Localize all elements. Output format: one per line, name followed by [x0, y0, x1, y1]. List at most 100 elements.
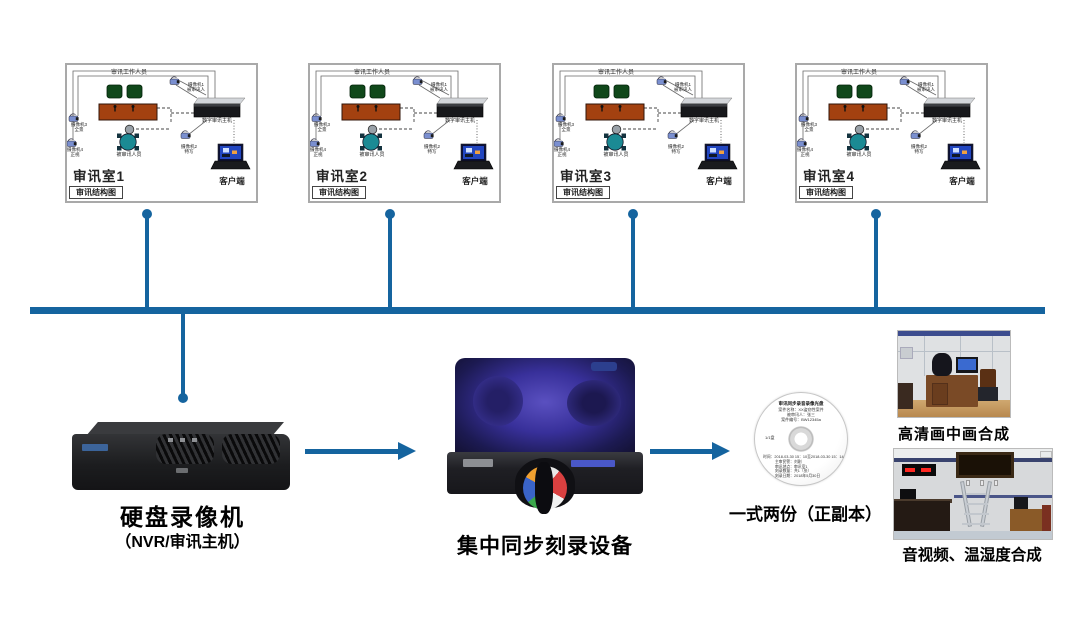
photo1-monitor-screen: [958, 359, 976, 370]
photo2-right-monitor: [1014, 497, 1028, 509]
structure-diagram-badge: 审讯结构图: [312, 186, 366, 200]
photo1-panel-seam: [898, 351, 1010, 352]
staff-label: 审讯工作人员: [840, 70, 877, 76]
network-bus-line: [30, 307, 1045, 314]
photo1-caption: 高清画中画合成: [897, 426, 1010, 443]
disc-number: 1/1盘: [765, 435, 775, 440]
photo2-caption: 音视频、温湿度合成: [902, 547, 1042, 564]
camera4-sub: 正视: [557, 152, 567, 158]
photo2-wall-trim-mid: [954, 495, 1052, 498]
photo1-wall-trim: [898, 331, 1010, 336]
photo1-panel-seam: [924, 336, 925, 376]
photo2-camera: [980, 480, 984, 486]
nvr-bus-link: [181, 314, 185, 396]
room2-connector-dot: [385, 209, 395, 219]
disc-officer: 主审民警：刘刚: [775, 460, 802, 464]
structure-diagram-badge: 审讯结构图: [556, 186, 610, 200]
arrow-burner-to-disc-head: [712, 442, 730, 460]
structure-diagram-badge: 审讯结构图: [69, 186, 123, 200]
disc-caption: 一式两份（正副本）: [729, 505, 882, 524]
camera3-name: 摄像机3: [557, 122, 574, 127]
camera4-sub: 正视: [313, 152, 323, 158]
photo2-camera: [994, 480, 998, 486]
staff-label: 审讯工作人员: [353, 70, 390, 76]
photo2-right-desk: [1010, 509, 1042, 533]
camera2-name: 摄像机2: [667, 144, 684, 149]
av-temp-humidity-photo: [893, 448, 1053, 540]
photo2-ac-unit: [1040, 451, 1052, 458]
camera1-name: 摄像机1: [674, 82, 691, 87]
suspect-label: 被审讯人员: [116, 152, 142, 158]
camera2-sub: 特写: [914, 149, 924, 155]
disc-center-hole: [788, 426, 814, 452]
staff-label: 审讯工作人员: [110, 70, 147, 76]
photo2-led-digits: [921, 468, 931, 472]
camera4-name: 摄像机4: [309, 147, 326, 152]
photo1-drawer: [932, 383, 948, 405]
nvr-vent-left: [156, 434, 214, 464]
camera2-name: 摄像机2: [180, 144, 197, 149]
client-label: 客户端: [706, 176, 732, 186]
photo1-chair-back: [980, 369, 996, 389]
disc-burner-image: [447, 358, 643, 514]
recorded-disc-image: 审讯同步录音录像光盘 案件名称：XX盗窃性案件 被审讯人：张三 案件编号：BW1…: [754, 392, 848, 486]
burner-display: [463, 459, 493, 467]
nvr-led-3: [192, 438, 197, 442]
camera2-sub: 特写: [671, 149, 681, 155]
disc-title: 审讯同步录音录像光盘: [778, 401, 824, 406]
nvr-connector-dot: [178, 393, 188, 403]
photo1-panel-seam: [960, 336, 961, 372]
camera4-name: 摄像机4: [66, 147, 83, 152]
burner-title: 集中同步刻录设备: [457, 535, 633, 558]
digital-host-label: 数字审讯主机: [688, 118, 719, 124]
nvr-brand-logo: [82, 444, 108, 451]
room-title: 审讯室3: [560, 169, 613, 184]
burner-disc-arm: [535, 462, 553, 514]
room1-connector-dot: [142, 209, 152, 219]
room1-bus-link: [145, 217, 149, 307]
photo2-right-chair: [1042, 505, 1051, 531]
disc-burn-date: 刻录日期：2018年5月30日: [775, 473, 821, 478]
burner-button: [591, 362, 617, 371]
arrow-nvr-to-burner-head: [398, 442, 416, 460]
photo2-left-monitor: [900, 489, 916, 500]
photo1-vent-grille: [900, 347, 913, 359]
burner-cover: [455, 358, 635, 456]
digital-host-label: 数字审讯主机: [201, 118, 232, 124]
camera4-sub: 正视: [800, 152, 810, 158]
room4-bus-link: [874, 217, 878, 307]
nvr-subtitle: （NVR/审讯主机）: [115, 534, 250, 551]
photo2-floor: [894, 531, 1052, 539]
camera1-sub: 被审讯人: [430, 87, 448, 93]
client-label: 客户端: [462, 176, 488, 186]
nvr-title: 硬盘录像机: [120, 504, 245, 530]
camera2-sub: 特写: [427, 149, 437, 155]
camera3-sub: 全景: [317, 127, 327, 133]
camera4-name: 摄像机4: [553, 147, 570, 152]
suspect-label: 被审讯人员: [603, 152, 629, 158]
camera1-name: 摄像机1: [430, 82, 447, 87]
photo2-camera: [966, 480, 970, 486]
photo2-led-display: [902, 464, 936, 476]
photo2-ladder-rung: [964, 513, 989, 515]
disc-case-name: 案件名称：XX盗窃性案件: [778, 407, 824, 412]
disc-time: 时间：2018-03-30 15：10至2018-03-30 15：14: [763, 455, 844, 459]
staff-label: 审讯工作人员: [597, 70, 634, 76]
nvr-top-face: [86, 422, 284, 436]
nvr-device-image: [72, 422, 292, 494]
nvr-led-2: [180, 438, 185, 442]
room-title: 审讯室1: [73, 169, 126, 184]
client-label: 客户端: [219, 176, 245, 186]
room3-bus-link: [631, 217, 635, 307]
photo2-ladder-rung: [962, 523, 990, 525]
